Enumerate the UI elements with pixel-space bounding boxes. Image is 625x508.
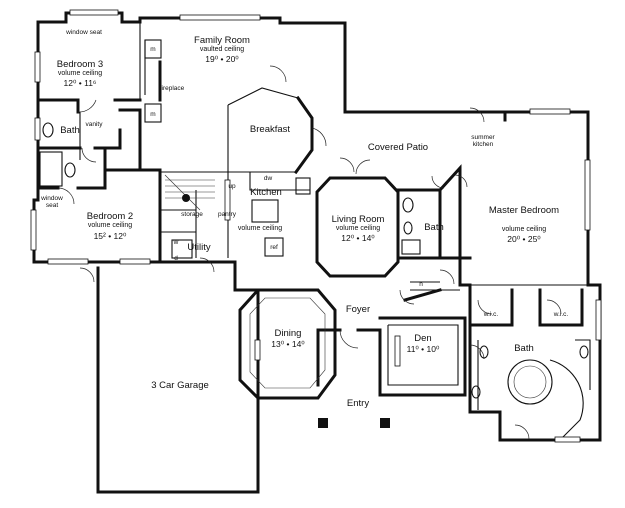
- master-bedroom-size: 20⁰ • 25⁰: [507, 234, 541, 244]
- n-label: n: [419, 281, 423, 288]
- m-label-2: m: [150, 111, 155, 118]
- w-label: w: [173, 239, 179, 246]
- master-bedroom-name: Master Bedroom: [489, 205, 559, 216]
- doors: [57, 65, 562, 440]
- master-bedroom-note: volume ceiling: [502, 226, 546, 233]
- wic-left-label: w.i.c.: [483, 311, 499, 318]
- feature-labels: window seat window seat fireplace m m va…: [40, 29, 568, 318]
- kitchen-note: volume ceiling: [238, 225, 282, 232]
- window-seat-left-label-2: seat: [46, 202, 58, 209]
- bedroom3-note: volume ceiling: [58, 70, 102, 77]
- summer-kitchen-label-1: summer: [471, 134, 495, 141]
- windows: [30, 9, 602, 443]
- bedroom2-note: volume ceiling: [88, 222, 132, 229]
- window-seat-left-label-1: window: [40, 195, 63, 202]
- den-name: Den: [414, 333, 431, 344]
- interior-walls: [36, 22, 591, 441]
- kitchen-name: Kitchen: [250, 187, 282, 198]
- den-size: 11⁰ • 10⁰: [407, 344, 440, 354]
- d-label: d: [174, 255, 178, 262]
- family-room-size: 19⁰ • 20⁰: [205, 54, 239, 64]
- foyer-name: Foyer: [346, 304, 370, 315]
- covered-patio-name: Covered Patio: [368, 142, 428, 153]
- dining-size: 13⁰ • 14⁰: [271, 339, 305, 349]
- window-seat-top-label: window seat: [65, 29, 102, 36]
- summer-kitchen-label-2: kitchen: [473, 141, 494, 148]
- vanity-label: vanity: [86, 121, 104, 128]
- fireplace-label: fireplace: [160, 85, 185, 92]
- wic-right-label: w.i.c.: [553, 311, 569, 318]
- bath-upper-name: Bath: [60, 125, 80, 136]
- dining-name: Dining: [275, 328, 302, 339]
- up-label: up: [228, 183, 236, 190]
- family-room-name: Family Room: [194, 35, 250, 46]
- family-room-note: vaulted ceiling: [200, 46, 244, 53]
- dw-label: dw: [264, 175, 273, 182]
- bedroom2-size: 15² • 12⁰: [94, 231, 127, 241]
- room-labels: Family Room vaulted ceiling 19⁰ • 20⁰ Be…: [57, 35, 559, 409]
- m-label-1: m: [150, 46, 155, 53]
- bath-mid-name: Bath: [424, 222, 444, 233]
- entry-name: Entry: [347, 398, 369, 409]
- fixtures: [39, 122, 589, 399]
- pantry-label: pantry: [218, 211, 237, 218]
- bedroom3-size: 12⁰ • 11⁶: [64, 78, 97, 88]
- bedroom2-name: Bedroom 2: [87, 211, 133, 222]
- living-room-size: 12⁰ • 14⁰: [341, 233, 375, 243]
- ref-label: ref: [270, 244, 278, 251]
- bedroom3-name: Bedroom 3: [57, 59, 103, 70]
- living-room-name: Living Room: [332, 214, 385, 225]
- storage-label: storage: [181, 211, 203, 218]
- breakfast-name: Breakfast: [250, 124, 290, 135]
- living-room-note: volume ceiling: [336, 225, 380, 232]
- utility-name: Utility: [187, 242, 210, 253]
- garage-name: 3 Car Garage: [151, 380, 209, 391]
- master-bath-name: Bath: [514, 343, 534, 354]
